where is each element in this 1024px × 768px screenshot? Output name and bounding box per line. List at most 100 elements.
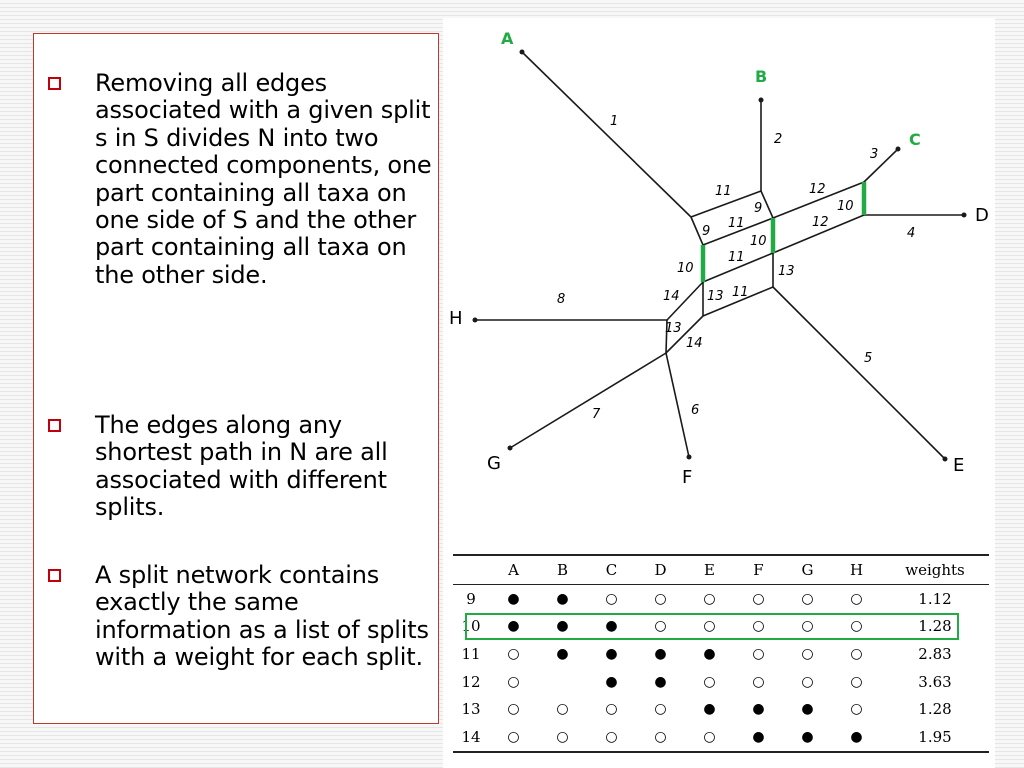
edge-label: 10 [837, 199, 854, 214]
node-b [758, 97, 764, 103]
split-mark: ○ [801, 645, 814, 662]
edge-label: 14 [663, 289, 680, 304]
split-id: 9 [466, 589, 476, 608]
edge-label: 13 [707, 289, 724, 304]
split-id: 13 [461, 700, 481, 719]
split-mark: ● [556, 590, 569, 607]
text-panel: Removing all edges associated with a giv… [33, 33, 439, 724]
edge-label: 1 [610, 114, 618, 129]
node-d [961, 212, 967, 218]
split-mark: ○ [801, 673, 814, 690]
edge-6 [665, 352, 690, 458]
node-f [686, 454, 692, 460]
node-a [519, 49, 525, 55]
split-mark: ○ [752, 645, 765, 662]
edge-12-top [772, 181, 865, 219]
edge-label: 11 [715, 184, 732, 199]
split-mark: ○ [850, 645, 863, 662]
split-weight: 3.63 [918, 672, 952, 691]
edge-11-mid [702, 217, 774, 246]
taxon-label-d: D [975, 205, 989, 226]
table-row: 12 ○ ● ● ○ ○ ○ ○ 3.63 [453, 668, 989, 696]
split-mark: ○ [654, 728, 667, 745]
table-header-cell: B [538, 555, 587, 585]
edge-label: 7 [592, 407, 601, 422]
edge-3 [863, 148, 899, 183]
split-weight: 1.95 [918, 727, 952, 746]
split-mark: ○ [605, 728, 618, 745]
edge-label: 10 [677, 261, 694, 276]
split-mark: ○ [801, 618, 814, 635]
split-weight: 1.28 [918, 617, 952, 636]
split-mark: ○ [507, 645, 520, 662]
table-header-cell: D [636, 555, 685, 585]
split-network-diagram: A B C D E F G H 1 2 3 4 5 6 7 8 9 9 10 1… [449, 29, 989, 488]
split-mark: ○ [605, 701, 618, 718]
edge-11-bottom [702, 286, 774, 317]
split-mark: ○ [850, 618, 863, 635]
split-id: 14 [461, 727, 481, 746]
bullet-item: Removing all edges associated with a giv… [48, 69, 433, 289]
bullet-square-icon [48, 419, 61, 432]
edge-7 [509, 352, 667, 449]
split-mark [538, 668, 587, 696]
edge-label: 8 [557, 292, 565, 307]
table-row-highlighted: 10 ● ● ● ○ ○ ○ ○ ○ 1.28 [453, 613, 989, 641]
split-mark: ○ [752, 590, 765, 607]
split-mark: ○ [850, 701, 863, 718]
split-mark: ● [507, 590, 520, 607]
bullet-square-icon [48, 77, 61, 90]
table-header-cell: G [783, 555, 832, 585]
split-mark: ● [605, 618, 618, 635]
split-weight: 1.28 [918, 700, 952, 719]
split-mark: ● [703, 701, 716, 718]
split-mark: ● [654, 673, 667, 690]
edge-label: 11 [728, 216, 745, 231]
edge-label: 14 [686, 336, 703, 351]
split-mark: ○ [605, 590, 618, 607]
bullet-text: The edges along any shortest path in N a… [95, 411, 388, 522]
table-header-cell [453, 555, 489, 585]
split-mark: ○ [703, 618, 716, 635]
split-mark: ○ [752, 673, 765, 690]
edge-label: 12 [812, 215, 829, 230]
table-row: 11 ○ ● ● ● ● ○ ○ ○ 2.83 [453, 640, 989, 668]
taxon-label-h: H [449, 308, 463, 329]
split-mark: ● [752, 701, 765, 718]
split-mark: ○ [752, 618, 765, 635]
split-mark: ● [605, 645, 618, 662]
split-mark: ○ [654, 701, 667, 718]
taxon-label-e: E [953, 455, 964, 476]
split-mark: ● [703, 645, 716, 662]
edge-1 [521, 51, 692, 218]
split-mark: ○ [556, 728, 569, 745]
bullet-text: A split network contains exactly the sam… [95, 561, 429, 672]
edge-label: 4 [907, 226, 915, 241]
edge-label: 11 [728, 250, 745, 265]
edge-12-bottom [772, 214, 865, 254]
figure-panel: A B C D E F G H 1 2 3 4 5 6 7 8 9 9 10 1… [443, 18, 995, 768]
table-header-cell: C [587, 555, 636, 585]
edge-label: 10 [750, 234, 767, 249]
node-g [507, 445, 513, 451]
edge-14-lower [665, 315, 704, 354]
table-row: 9 ● ● ○ ○ ○ ○ ○ ○ 1.12 [453, 585, 989, 613]
split-mark: ○ [850, 590, 863, 607]
split-mark: ○ [507, 673, 520, 690]
edge-label: 2 [774, 132, 782, 147]
taxon-label-a: A [501, 29, 514, 48]
edge-label: 3 [870, 147, 878, 162]
taxon-label-g: G [487, 453, 501, 474]
table-header-cell: A [489, 555, 538, 585]
bullet-text: Removing all edges associated with a giv… [95, 69, 432, 289]
edge-11-top [690, 190, 762, 218]
table-header-cell: E [685, 555, 734, 585]
split-id: 12 [461, 672, 481, 691]
split-mark: ● [507, 618, 520, 635]
node-c [895, 146, 901, 152]
taxon-label-b: B [755, 67, 767, 86]
split-mark: ○ [703, 590, 716, 607]
edge-label: 6 [691, 403, 699, 418]
table-header-cell: F [734, 555, 783, 585]
edge-label: 13 [778, 264, 795, 279]
